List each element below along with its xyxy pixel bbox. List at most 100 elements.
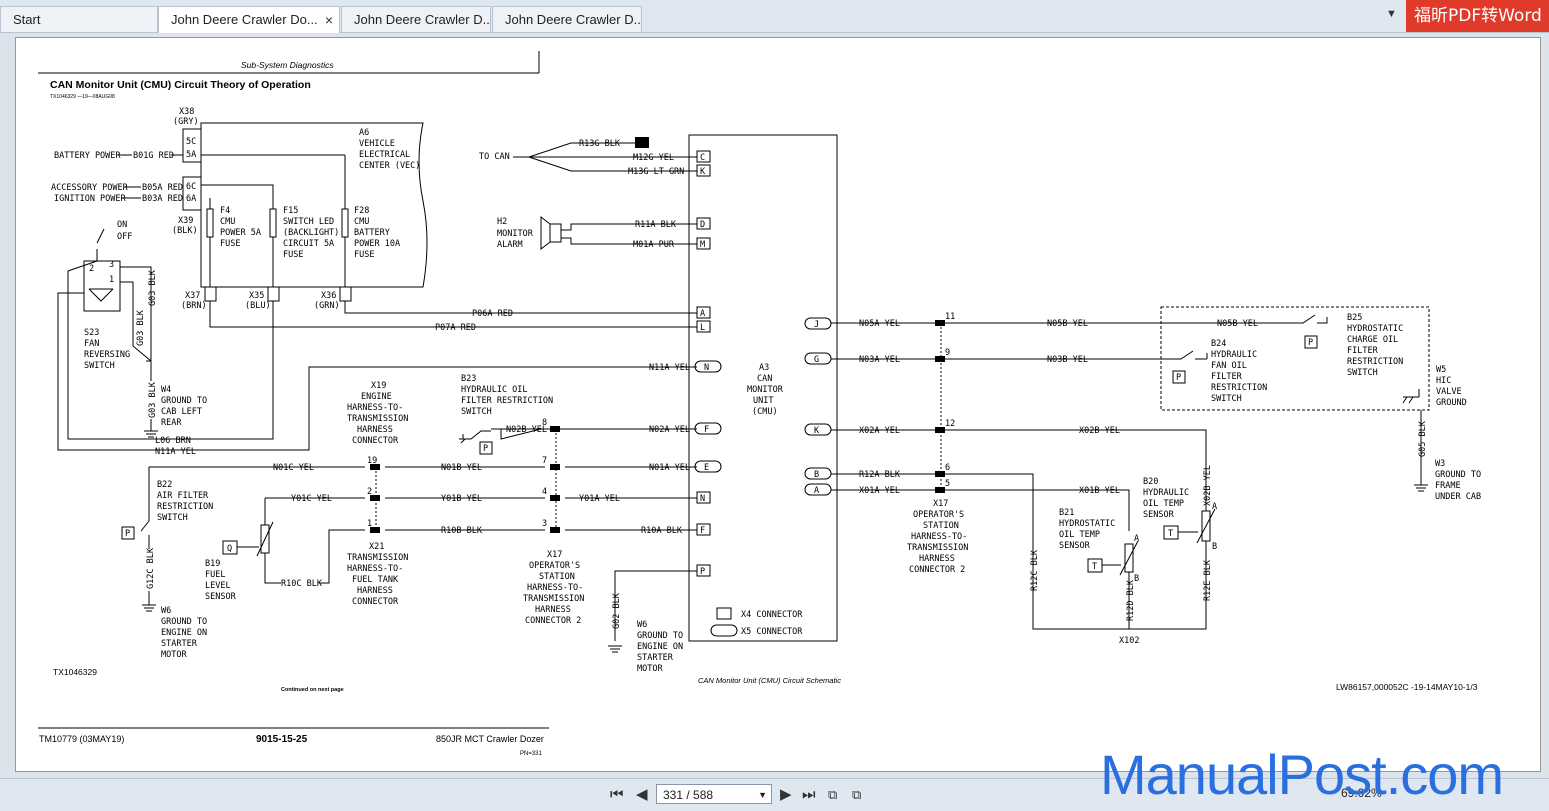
schematic-label: G05 BLK	[1418, 420, 1428, 457]
schematic-label: 19	[367, 456, 377, 466]
schematic-label: HARNESS-TO-	[347, 564, 403, 574]
schematic-label: MOTOR	[637, 664, 663, 674]
schematic-label: R10B BLK	[441, 526, 483, 536]
tab-document-2[interactable]: John Deere Crawler D...	[341, 6, 491, 32]
schematic-label: CENTER (VEC)	[359, 161, 420, 171]
schematic-label: CHARGE OIL	[1347, 335, 1398, 345]
schematic-label: OPERATOR'S	[913, 510, 964, 520]
schematic-label: (BLU)	[245, 301, 271, 311]
schematic-label: OFF	[117, 232, 132, 242]
schematic-label: F	[704, 425, 709, 435]
schematic-label: X21	[369, 542, 384, 552]
paste-icon[interactable]: ⧉	[852, 787, 862, 802]
schematic-label: FUEL TANK	[352, 575, 399, 585]
schematic-label: X01A YEL	[859, 486, 900, 496]
schematic-label: Y01C YEL	[291, 494, 332, 504]
schematic-label: B24	[1211, 339, 1226, 349]
schematic-label: (BRN)	[181, 301, 207, 311]
tab-document-1[interactable]: John Deere Crawler Do...×	[158, 6, 340, 33]
chevron-down-icon[interactable]: ▼	[758, 790, 767, 800]
schematic-label: FRAME	[1435, 481, 1461, 491]
schematic-label: K	[700, 167, 706, 177]
schematic-label: Q	[227, 544, 232, 554]
schematic-label: P	[1308, 338, 1313, 348]
brand-banner[interactable]: 福昕PDF转Word	[1406, 0, 1549, 32]
schematic-label: 1	[109, 275, 114, 285]
schematic-label: UNDER CAB	[1435, 492, 1481, 502]
schematic-label: (BACKLIGHT)	[283, 228, 339, 238]
schematic-label: HYDROSTATIC	[1347, 324, 1403, 334]
schematic-label: OPERATOR'S	[529, 561, 580, 571]
schematic-label: RESTRICTION	[1211, 383, 1267, 393]
schematic-label: 12	[945, 419, 955, 429]
schematic-label: P07A RED	[435, 323, 476, 333]
schematic-label: N	[704, 363, 709, 373]
schematic-label: F4	[220, 206, 230, 216]
schematic-label: TRANSMISSION	[347, 414, 408, 424]
schematic-label: GROUND	[1436, 398, 1467, 408]
schematic-label: GROUND TO	[637, 631, 683, 641]
copy-icon[interactable]: ⧉	[828, 787, 838, 802]
watermark-text: ManualPost.com	[1100, 743, 1504, 806]
schematic-label: X02B YEL	[1079, 426, 1120, 436]
first-page-icon[interactable]: ⏮	[610, 786, 624, 803]
next-page-icon[interactable]: ▶	[780, 786, 792, 803]
prev-page-icon[interactable]: ◀	[636, 786, 648, 803]
last-page-icon[interactable]: ⏭	[802, 786, 816, 803]
schematic-label: TO CAN	[479, 152, 510, 162]
schematic-label: POWER 5A	[220, 228, 261, 238]
page-number-input[interactable]: 331 / 588▼	[656, 784, 772, 804]
schematic-label: J	[814, 320, 819, 330]
schematic-label: N02A YEL	[649, 425, 690, 435]
schematic-label: M12G YEL	[633, 153, 674, 163]
schematic-label: G	[814, 355, 819, 365]
schematic-label: GROUND TO	[161, 617, 207, 627]
schematic-label: T	[1092, 562, 1097, 572]
schematic-label: C	[700, 153, 705, 163]
schematic-label: A6	[359, 128, 369, 138]
schematic-label: X102	[1119, 636, 1139, 646]
schematic-label: VALVE	[1436, 387, 1462, 397]
schematic-label: 5C	[186, 137, 196, 147]
bottom-toolbar: ⏮ ◀ 331 / 588▼ ▶ ⏭ ⧉ ⧉ 69.02%	[0, 778, 1549, 811]
schematic-label: BATTERY	[354, 228, 390, 238]
schematic-label: 9	[945, 348, 950, 358]
schematic-label: B	[1212, 542, 1217, 552]
schematic-label: STATION	[923, 521, 959, 531]
schematic-label: MOTOR	[161, 650, 187, 660]
schematic-label: G03 BLK	[136, 309, 146, 346]
tab-label: John Deere Crawler D...	[505, 12, 642, 27]
schematic-label: R10C BLK	[281, 579, 323, 589]
schematic-label: TRANSMISSION	[347, 553, 408, 563]
schematic-label: GROUND TO	[161, 396, 207, 406]
schematic-label: X36	[321, 291, 336, 301]
footer-pn: PN=331	[520, 751, 543, 757]
tab-list-dropdown-icon[interactable]: ▼	[1386, 8, 1397, 20]
schematic-label: 11	[945, 312, 955, 322]
schematic-label: FAN OIL	[1211, 361, 1247, 371]
schematic-label: FILTER	[1211, 372, 1243, 382]
schematic-label: G03 BLK	[148, 381, 158, 418]
schematic-label: P06A RED	[472, 309, 513, 319]
schematic-label: FAN	[84, 339, 99, 349]
tab-start[interactable]: Start	[0, 6, 158, 32]
schematic-label: MONITOR	[497, 229, 534, 239]
zoom-level[interactable]: 69.02%	[1341, 786, 1382, 800]
schematic-label: CIRCUIT 5A	[283, 239, 334, 249]
schematic-label: HARNESS-TO-	[911, 532, 967, 542]
schematic-label: X17	[933, 499, 948, 509]
schematic-label: HARNESS	[357, 586, 393, 596]
schematic-label: N01A YEL	[649, 463, 690, 473]
schematic-label: B22	[157, 480, 172, 490]
close-icon[interactable]: ×	[324, 12, 333, 28]
schematic-label: N11A YEL	[649, 363, 690, 373]
schematic-label: N05A YEL	[859, 319, 900, 329]
schematic-label: CMU	[354, 217, 369, 227]
schematic-label: W3	[1435, 459, 1445, 469]
schematic-label: M01A PUR	[633, 240, 675, 250]
schematic-label: B	[1134, 574, 1139, 584]
schematic-label: 3	[542, 519, 547, 529]
footer-center: 9015-15-25	[256, 734, 308, 745]
tab-document-3[interactable]: John Deere Crawler D...	[492, 6, 642, 32]
schematic-label: 8	[542, 418, 547, 428]
